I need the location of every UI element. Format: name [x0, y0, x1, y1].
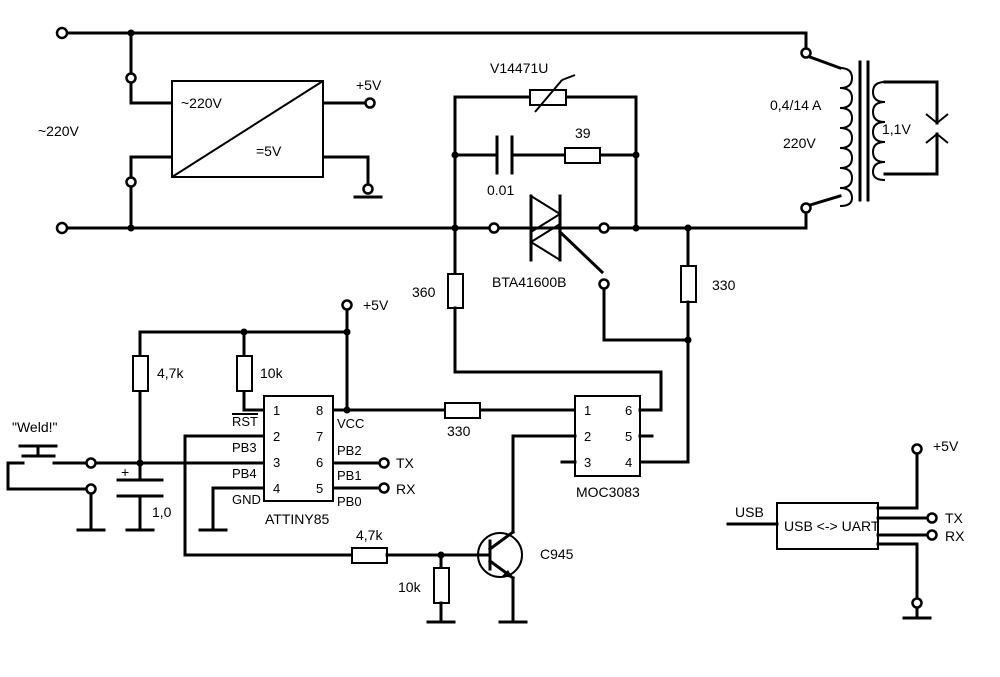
- varistor-label: V14471U: [490, 60, 548, 76]
- attiny-pin-8: 8: [316, 403, 323, 418]
- mains-voltage-label: ~220V: [38, 123, 80, 139]
- attiny-name-label: ATTINY85: [265, 511, 330, 527]
- uart-5v-label: +5V: [933, 438, 959, 454]
- snubber-resistor-label: 39: [575, 125, 591, 141]
- snubber-capacitor: 0.01: [487, 135, 514, 198]
- attiny-pin-1: 1: [273, 403, 280, 418]
- timing-capacitor: + 1,0: [116, 464, 172, 532]
- vcc-5v-label: +5V: [363, 297, 389, 313]
- low-voltage-wiring: [90, 308, 577, 557]
- gate-resistor-left-label: 360: [412, 284, 436, 300]
- transistor-drive: 4,7k 10k: [351, 434, 577, 624]
- varistor: V14471U: [490, 60, 576, 113]
- triac-label: BTA41600B: [492, 274, 566, 290]
- psu-terminal-in-2: [125, 176, 137, 188]
- psu-input-label: ~220V: [181, 95, 223, 111]
- mains-terminals: [55, 26, 812, 235]
- usb-uart-label: USB <-> UART: [784, 518, 880, 534]
- transformer: 0,4/14 A 220V 1,1V: [770, 60, 949, 207]
- moc-pin-2: 2: [584, 429, 591, 444]
- attiny-gnd-label: GND: [232, 492, 261, 507]
- mains-wiring: [60, 31, 842, 230]
- snubber-resistor: 39: [564, 125, 601, 164]
- attiny-pb3-label: PB3: [232, 440, 257, 455]
- attiny-pin-5: 5: [316, 481, 323, 496]
- base-resistor-label: 4,7k: [356, 527, 383, 543]
- attiny-pin-7: 7: [316, 429, 323, 444]
- reset-pullup-resistor: 10k: [236, 355, 284, 392]
- psu-terminal-5v: [364, 97, 376, 109]
- usb-uart-module: USB <-> UART USB +5V TX RX: [726, 438, 965, 620]
- transformer-rating-label: 0,4/14 A: [770, 97, 822, 113]
- mains-terminal-bottom: [55, 221, 69, 235]
- moc3083-optocoupler: 1 2 3 6 5 4 MOC3083: [560, 395, 663, 500]
- attiny-pb1-label: PB1: [337, 468, 362, 483]
- attiny-rst-label: RST: [232, 414, 258, 429]
- gate-resistor-left: 360: [412, 273, 663, 412]
- capacitor-polarity-label: +: [121, 464, 129, 480]
- mains-terminal-top: [55, 26, 69, 40]
- optocoupler-led-resistor-label: 330: [447, 423, 471, 439]
- weld-button: "Weld!": [6, 419, 106, 532]
- snubber-capacitor-label: 0.01: [487, 182, 514, 198]
- uart-rx-label: RX: [945, 528, 965, 544]
- attiny85-chip: 1 2 3 4 8 7 6 5 RST PB3 PB4 GND VCC PB2 …: [232, 395, 364, 527]
- triac-terminal-a1: [488, 222, 500, 234]
- transistor-label: C945: [540, 546, 574, 562]
- psu-terminal-gnd: [362, 183, 374, 195]
- uart-tx-label: TX: [945, 510, 964, 526]
- psu-module: ~220V =5V: [171, 80, 324, 178]
- attiny-pb0-label: PB0: [337, 494, 362, 509]
- transformer-primary-label: 220V: [783, 135, 816, 151]
- cap-pullup-resistor: 4,7k: [132, 355, 184, 392]
- transformer-terminal-top: [800, 47, 812, 59]
- moc-name-label: MOC3083: [576, 484, 640, 500]
- attiny-rx-label: RX: [396, 481, 416, 497]
- attiny-tx-label: TX: [396, 455, 415, 471]
- vcc-terminal: [341, 299, 353, 311]
- psu-5v-label: +5V: [356, 77, 382, 93]
- cap-pullup-resistor-label: 4,7k: [157, 365, 184, 381]
- triac: BTA41600B: [492, 194, 690, 342]
- transformer-secondary-label: 1,1V: [882, 121, 911, 137]
- base-pulldown-label: 10k: [398, 579, 422, 595]
- psu-terminal-in-1: [125, 72, 137, 84]
- moc-pin-5: 5: [625, 429, 632, 444]
- usb-label: USB: [735, 504, 764, 520]
- weld-button-label: "Weld!": [12, 419, 58, 435]
- transformer-terminal-bottom: [800, 202, 812, 214]
- attiny-pin-6: 6: [316, 455, 323, 470]
- attiny-vcc-label: VCC: [337, 416, 364, 431]
- transistor-c945: C945: [477, 529, 574, 624]
- gate-resistor-right-label: 330: [712, 277, 736, 293]
- triac-terminal-a2: [598, 222, 610, 234]
- gate-resistor-right: 330: [638, 226, 736, 464]
- attiny-pb4-label: PB4: [232, 466, 257, 481]
- attiny-pin-4: 4: [273, 481, 280, 496]
- attiny-pin-3: 3: [273, 455, 280, 470]
- moc-pin-3: 3: [584, 455, 591, 470]
- reset-pullup-resistor-label: 10k: [260, 365, 284, 381]
- psu-output-label: =5V: [256, 143, 282, 159]
- snubber-network: [451, 95, 640, 276]
- moc-pin-4: 4: [625, 455, 632, 470]
- optocoupler-led-resistor: 330: [444, 402, 481, 439]
- attiny-pin-2: 2: [273, 429, 280, 444]
- moc-pin-6: 6: [625, 403, 632, 418]
- moc-pin-1: 1: [584, 403, 591, 418]
- capacitor-value-label: 1,0: [152, 504, 172, 520]
- attiny-serial-terminals: TX RX: [378, 455, 416, 497]
- attiny-pb2-label: PB2: [337, 443, 362, 458]
